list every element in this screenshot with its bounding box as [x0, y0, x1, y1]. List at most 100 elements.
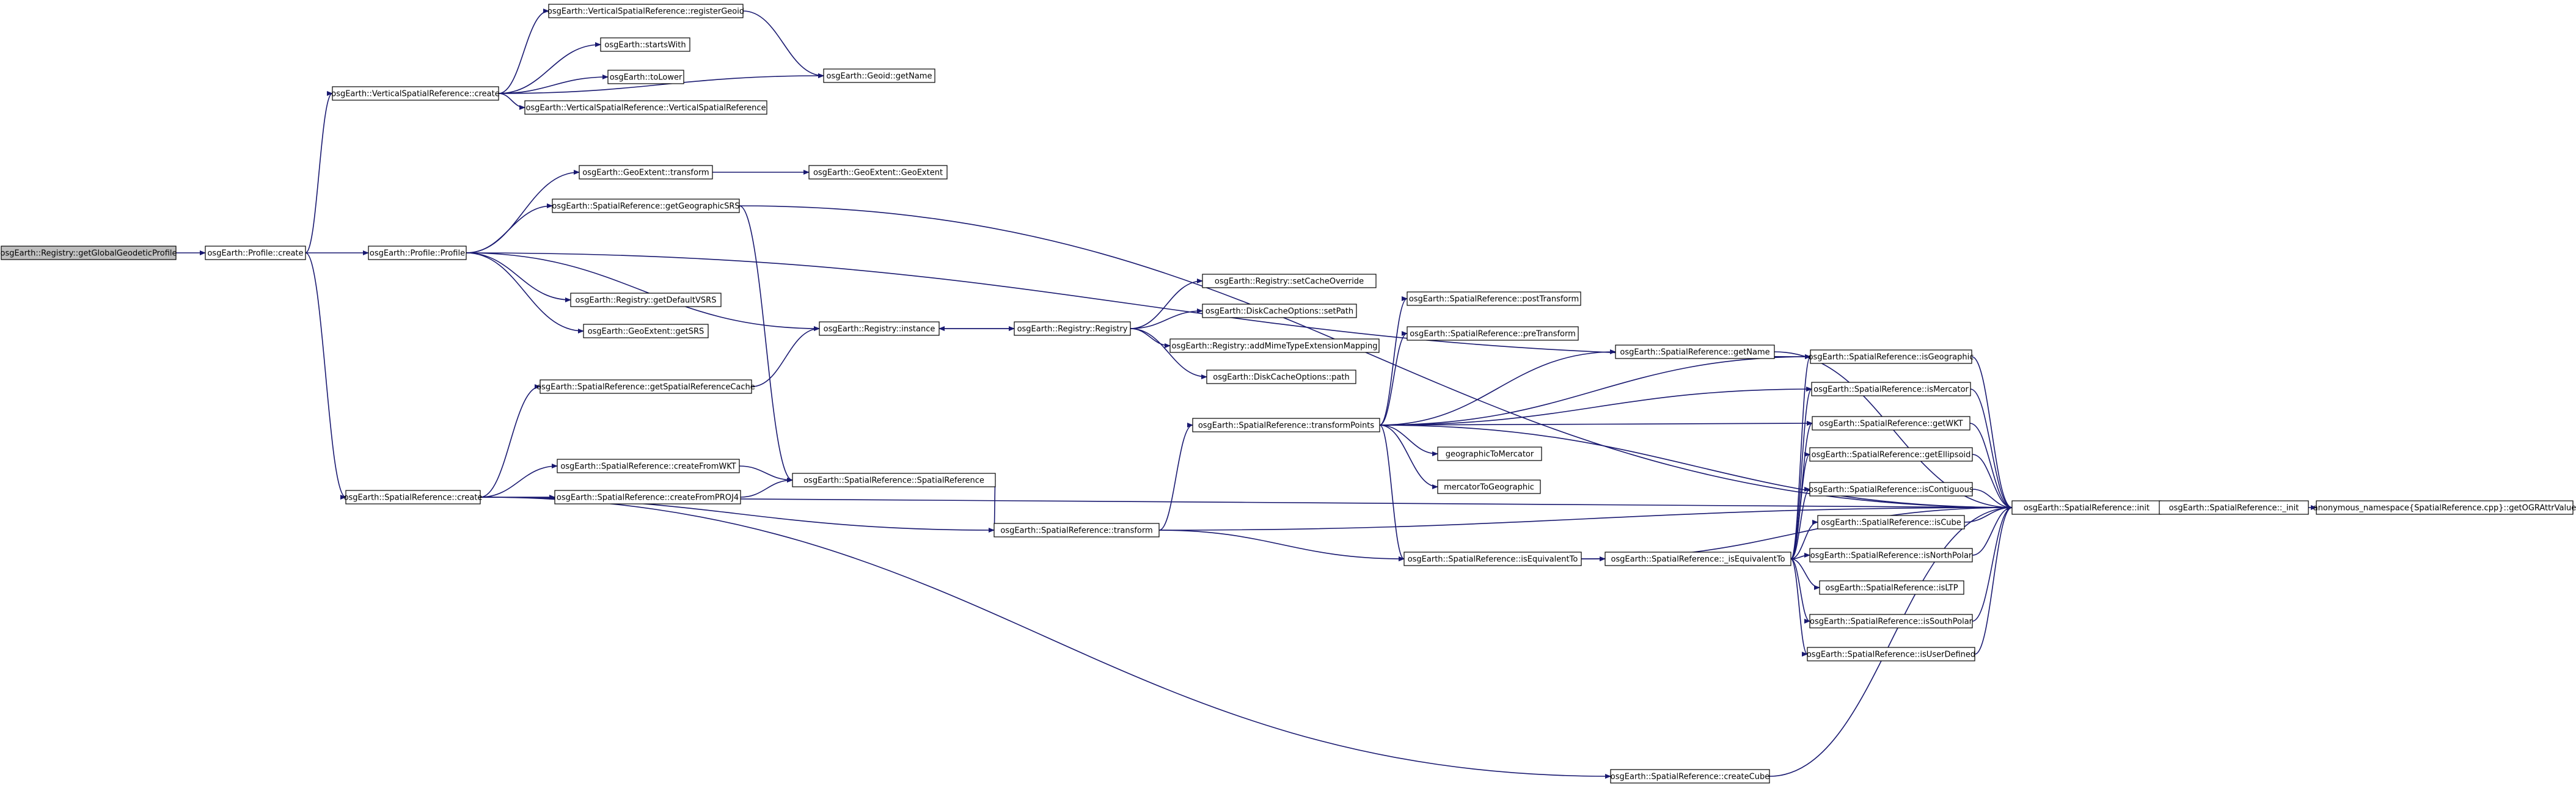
node-sr_isMercator[interactable]: osgEarth::SpatialReference::isMercator: [1811, 382, 1971, 396]
node-box[interactable]: [557, 459, 740, 473]
node-reg_setCacheOverride[interactable]: osgEarth::Registry::setCacheOverride: [1202, 274, 1377, 288]
node-box[interactable]: [570, 293, 722, 307]
node-box[interactable]: [1407, 326, 1579, 341]
node-reg_instance[interactable]: osgEarth::Registry::instance: [819, 321, 940, 336]
node-vsr_registerGeoid[interactable]: osgEarth::VerticalSpatialReference::regi…: [547, 4, 744, 18]
node-sr_createFromPROJ4[interactable]: osgEarth::SpatialReference::createFromPR…: [554, 490, 741, 504]
node-box[interactable]: [1403, 552, 1582, 566]
node-sr_transform[interactable]: osgEarth::SpatialReference::transform: [993, 523, 1160, 537]
node-vsr_ctor[interactable]: osgEarth::VerticalSpatialReference::Vert…: [524, 100, 767, 115]
node-sr_preTransform[interactable]: osgEarth::SpatialReference::preTransform: [1407, 326, 1579, 341]
node-box[interactable]: [808, 165, 948, 180]
node-geographicToMercator[interactable]: geographicToMercator: [1437, 446, 1542, 461]
node-vsr_create[interactable]: osgEarth::VerticalSpatialReference::crea…: [331, 86, 500, 101]
node-dco_path[interactable]: osgEarth::DiskCacheOptions::path: [1206, 370, 1356, 384]
node-box[interactable]: [540, 379, 752, 394]
node-box[interactable]: [1206, 370, 1356, 384]
node-box[interactable]: [552, 199, 740, 213]
node-sr_getWKT[interactable]: osgEarth::SpatialReference::getWKT: [1812, 416, 1970, 431]
node-box[interactable]: [823, 68, 935, 83]
node-label: geographicToMercator: [1446, 450, 1534, 459]
node-box[interactable]: [1407, 291, 1581, 306]
node-box[interactable]: [583, 324, 709, 338]
node-sr_init[interactable]: osgEarth::SpatialReference::init: [2011, 500, 2162, 515]
node-sr__init[interactable]: osgEarth::SpatialReference::_init: [2159, 500, 2309, 515]
node-label: osgEarth::VerticalSpatialReference::regi…: [547, 7, 744, 16]
node-sr_createFromWKT[interactable]: osgEarth::SpatialReference::createFromWK…: [557, 459, 740, 473]
node-sr_getEllipsoid[interactable]: osgEarth::SpatialReference::getEllipsoid: [1809, 447, 1973, 462]
node-box[interactable]: [1192, 418, 1380, 432]
node-label: osgEarth::SpatialReference::isUserDefine…: [1807, 650, 1975, 660]
node-box[interactable]: [1819, 580, 1964, 595]
node-sr__isEquivalentTo[interactable]: osgEarth::SpatialReference::_isEquivalen…: [1605, 552, 1791, 566]
node-box[interactable]: [1202, 274, 1377, 288]
node-box[interactable]: [554, 490, 741, 504]
node-box[interactable]: [1809, 614, 1973, 628]
node-sr_getName[interactable]: osgEarth::SpatialReference::getName: [1615, 344, 1775, 359]
node-sr_getSRCache[interactable]: osgEarth::SpatialReference::getSpatialRe…: [536, 379, 755, 394]
node-label: osgEarth::startsWith: [604, 41, 686, 50]
node-box[interactable]: [2316, 500, 2574, 515]
node-box[interactable]: [1610, 769, 1770, 784]
node-box[interactable]: [1437, 446, 1542, 461]
node-profile_ctor[interactable]: osgEarth::Profile::Profile: [368, 246, 467, 260]
node-box[interactable]: [1014, 321, 1131, 336]
node-box[interactable]: [1169, 338, 1380, 353]
node-box[interactable]: [1809, 447, 1973, 462]
node-sr_transformPoints[interactable]: osgEarth::SpatialReference::transformPoi…: [1192, 418, 1380, 432]
node-startsWith[interactable]: osgEarth::startsWith: [600, 37, 690, 52]
node-box[interactable]: [1810, 349, 1972, 364]
node-box[interactable]: [1807, 647, 1975, 661]
node-sr_isContiguous[interactable]: osgEarth::SpatialReference::isContiguous: [1809, 482, 1974, 497]
node-dco_setPath[interactable]: osgEarth::DiskCacheOptions::setPath: [1202, 304, 1357, 318]
node-box[interactable]: [1605, 552, 1791, 566]
node-box[interactable]: [1615, 344, 1775, 359]
node-profile_create[interactable]: osgEarth::Profile::create: [205, 246, 306, 260]
node-geoid_getName[interactable]: osgEarth::Geoid::getName: [823, 68, 935, 83]
node-sr_postTransform[interactable]: osgEarth::SpatialReference::postTransfor…: [1407, 291, 1581, 306]
node-reg_addMime[interactable]: osgEarth::Registry::addMimeTypeExtension…: [1169, 338, 1380, 353]
node-box[interactable]: [579, 165, 713, 180]
node-box[interactable]: [524, 100, 767, 115]
node-ge_ctor[interactable]: osgEarth::GeoExtent::GeoExtent: [808, 165, 948, 180]
node-box[interactable]: [205, 246, 306, 260]
node-sr_isLTP[interactable]: osgEarth::SpatialReference::isLTP: [1819, 580, 1964, 595]
node-mercatorToGeographic[interactable]: mercatorToGeographic: [1437, 479, 1541, 494]
node-box[interactable]: [1811, 382, 1971, 396]
node-box[interactable]: [819, 321, 940, 336]
node-box[interactable]: [1, 246, 177, 260]
node-sr_isEquivalentTo[interactable]: osgEarth::SpatialReference::isEquivalent…: [1403, 552, 1582, 566]
node-box[interactable]: [368, 246, 467, 260]
node-box[interactable]: [792, 473, 996, 487]
node-box[interactable]: [2159, 500, 2309, 515]
node-box[interactable]: [1817, 515, 1965, 530]
node-sr_isSouthPolar[interactable]: osgEarth::SpatialReference::isSouthPolar: [1809, 614, 1973, 628]
edge-profile_ctor-to-sr_getGeographicSRS: [466, 203, 553, 253]
node-box[interactable]: [345, 490, 481, 504]
node-reg_getDefaultVSRS[interactable]: osgEarth::Registry::getDefaultVSRS: [570, 293, 722, 307]
node-anon_getOGRAttrValue[interactable]: anonymous_namespace{SpatialReference.cpp…: [2313, 500, 2576, 515]
node-reg_ctor[interactable]: osgEarth::Registry::Registry: [1014, 321, 1131, 336]
node-sr_getGeographicSRS[interactable]: osgEarth::SpatialReference::getGeographi…: [552, 199, 740, 213]
node-sr_ctor[interactable]: osgEarth::SpatialReference::SpatialRefer…: [792, 473, 996, 487]
node-box[interactable]: [993, 523, 1160, 537]
node-sr_createCube[interactable]: osgEarth::SpatialReference::createCube: [1610, 769, 1770, 784]
node-sr_isCube[interactable]: osgEarth::SpatialReference::isCube: [1817, 515, 1965, 530]
node-box[interactable]: [1437, 479, 1541, 494]
node-root[interactable]: osgEarth::Registry::getGlobalGeodeticPro…: [0, 246, 177, 260]
node-box[interactable]: [1809, 548, 1973, 563]
node-sr_isNorthPolar[interactable]: osgEarth::SpatialReference::isNorthPolar: [1809, 548, 1973, 563]
node-box[interactable]: [607, 70, 684, 84]
node-ge_getSRS[interactable]: osgEarth::GeoExtent::getSRS: [583, 324, 709, 338]
node-box[interactable]: [1202, 304, 1357, 318]
node-sr_create[interactable]: osgEarth::SpatialReference::create: [344, 490, 483, 504]
node-box[interactable]: [1809, 482, 1973, 497]
node-box[interactable]: [332, 86, 499, 101]
node-sr_isGeographic[interactable]: osgEarth::SpatialReference::isGeographic: [1809, 349, 1974, 364]
node-box[interactable]: [600, 37, 690, 52]
node-toLower[interactable]: osgEarth::toLower: [607, 70, 684, 84]
node-box[interactable]: [1812, 416, 1970, 431]
node-box[interactable]: [548, 4, 744, 18]
node-sr_isUserDefined[interactable]: osgEarth::SpatialReference::isUserDefine…: [1807, 647, 1975, 661]
node-ge_transform[interactable]: osgEarth::GeoExtent::transform: [579, 165, 713, 180]
